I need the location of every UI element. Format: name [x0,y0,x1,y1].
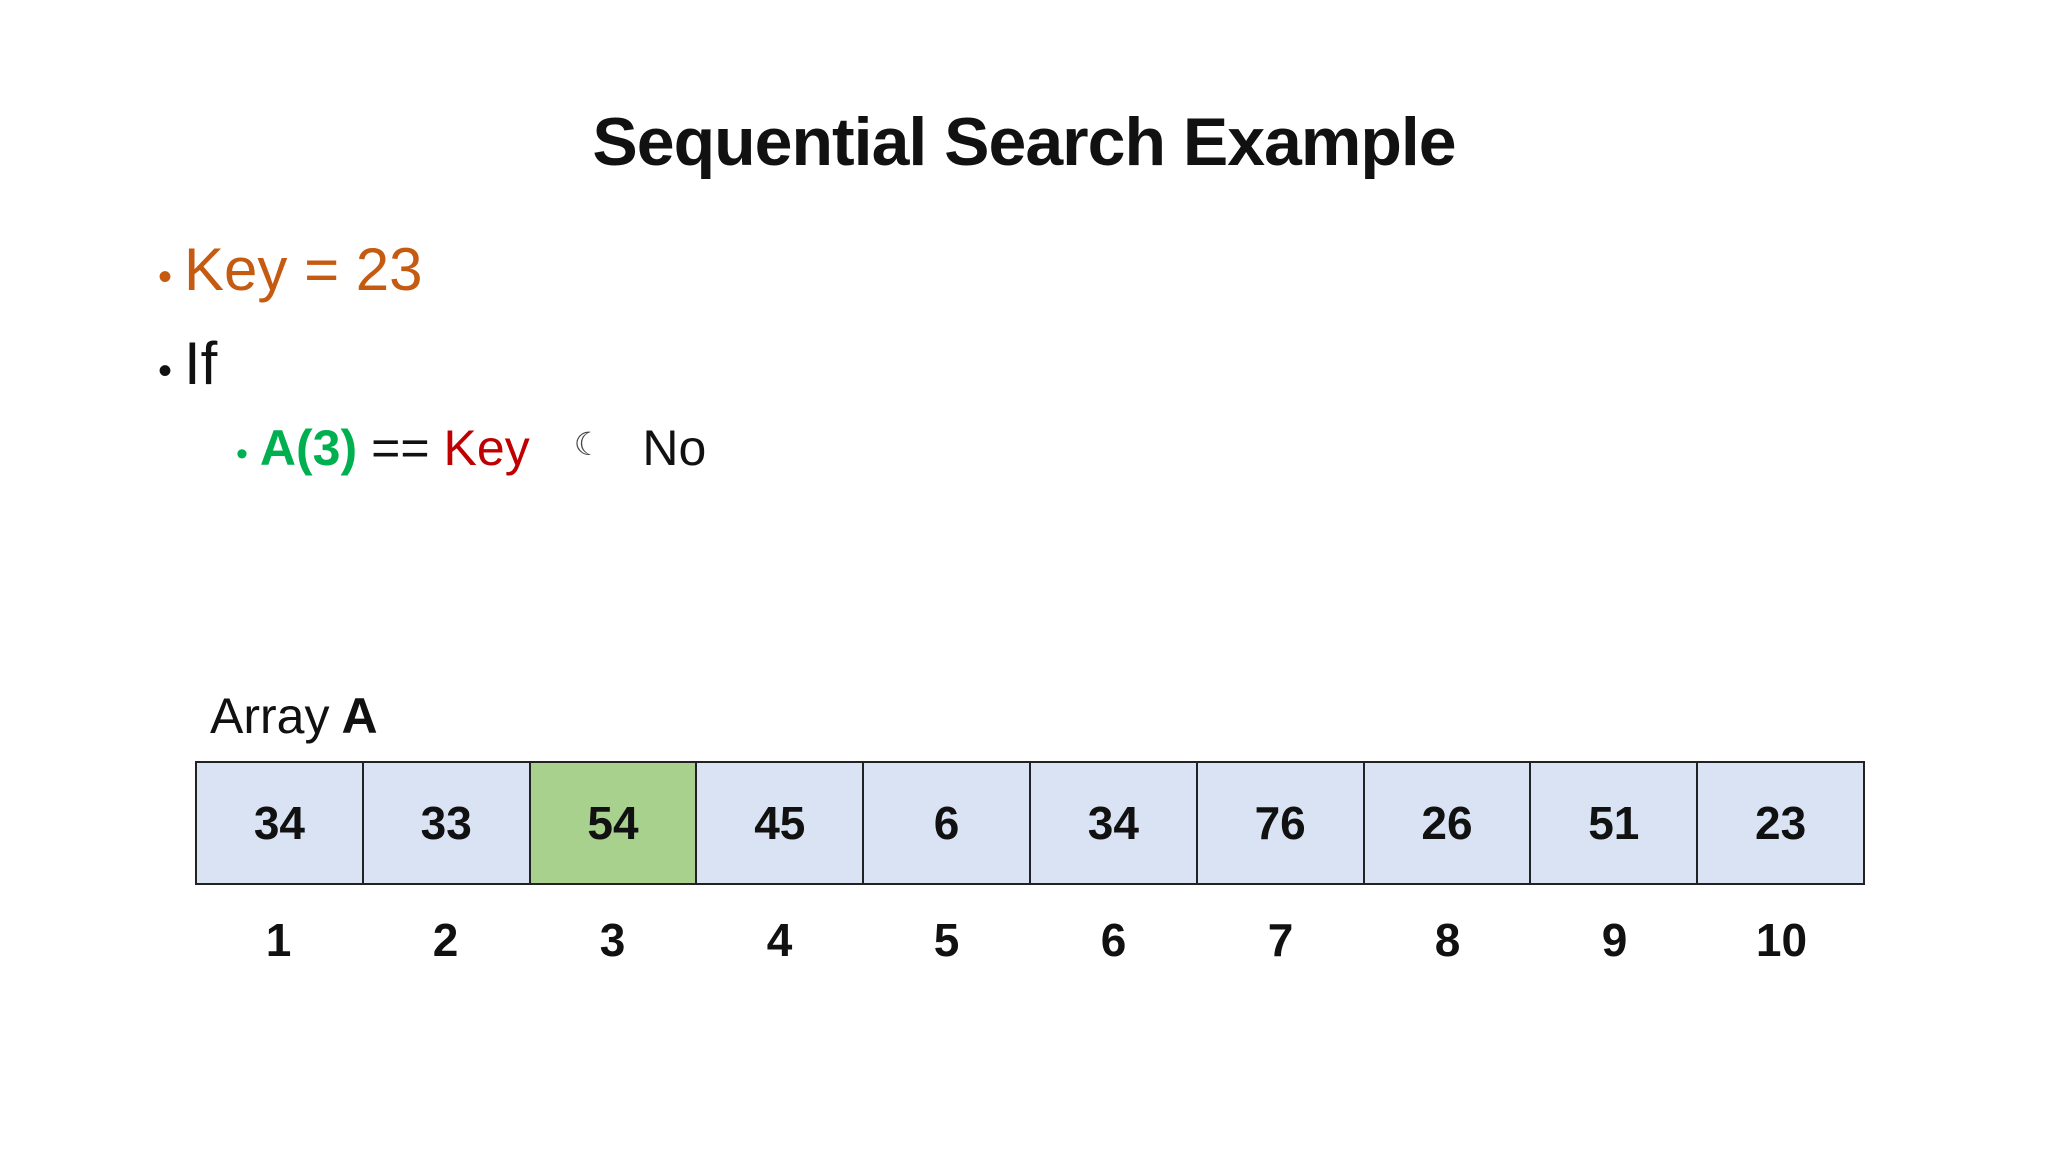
array-cell: 34 [197,763,364,883]
array-cell: 34 [1030,763,1198,883]
array-cell: 23 [1698,763,1863,883]
array-index-label: 5 [933,914,960,966]
array-index-label: 6 [1100,914,1127,966]
array-caption-name: A [341,688,378,744]
bullet-key: • Key = 23 [158,234,423,313]
array-index-label: 9 [1601,914,1628,966]
array-index-label: 7 [1267,914,1294,966]
comparison-rhs: Key [443,420,530,476]
key-line: Key = 23 [184,236,423,303]
bullet-dot: • [236,435,248,473]
bullet-if: • If [158,328,217,407]
moon-arrow-icon: ☾ [573,426,603,462]
array-index-label: 4 [766,914,793,966]
array-index-label: 10 [1755,914,1808,966]
if-line: If [184,330,218,397]
array-caption-prefix: Array [210,688,330,744]
array-cell: 76 [1197,763,1365,883]
array-index-label: 1 [265,914,292,966]
array-cell: 6 [864,763,1031,883]
array-cell: 51 [1531,763,1699,883]
bullet-dot: • [158,349,173,393]
bullet-dot: • [158,255,173,299]
array-cell: 26 [1364,763,1532,883]
array-cell: 54 [530,763,698,883]
array-index-label: 8 [1434,914,1461,966]
array-index-label: 3 [599,914,626,966]
array-cell: 33 [363,763,531,883]
array-index-label: 2 [432,914,459,966]
bullet-comparison: • A(3) == Key ☾ No [236,418,706,484]
comparison-result: No [642,420,707,476]
array-cell: 45 [697,763,865,883]
comparison-lhs: A(3) [259,420,358,476]
slide-title: Sequential Search Example [592,104,1456,180]
comparison-operator: == [371,420,430,476]
array-indices: 1 2 3 4 5 6 7 8 9 10 [195,905,1865,975]
